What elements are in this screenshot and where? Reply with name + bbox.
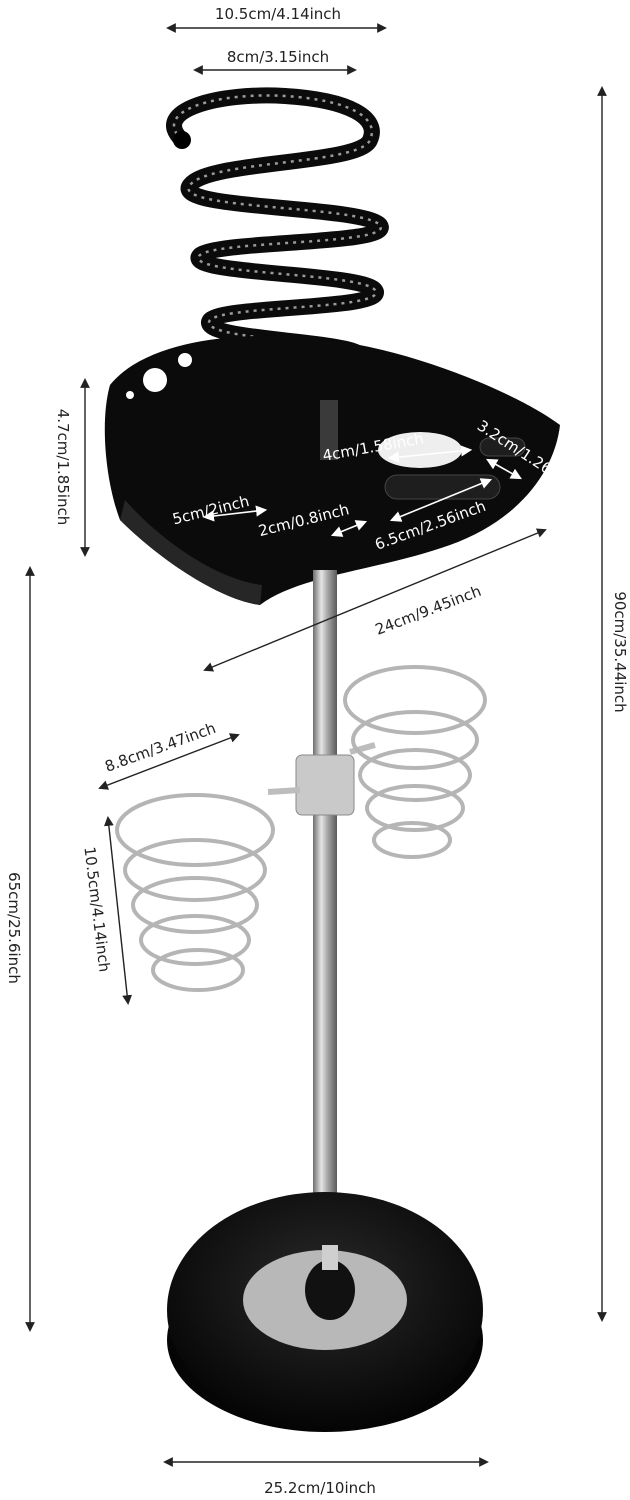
label-holder-width: 8.8cm/3.47inch — [102, 719, 218, 776]
label-top-inner-width: 8cm/3.15inch — [227, 48, 329, 66]
label-tray-width: 24cm/9.45inch — [373, 582, 484, 639]
label-total-height: 90cm/35.44inch — [611, 591, 629, 712]
tray-long-slot — [384, 474, 501, 500]
stand-base — [167, 1192, 483, 1432]
label-holder-height: 10.5cm/4.14inch — [80, 846, 113, 973]
right-spiral-holder — [343, 665, 487, 859]
tray-hole — [178, 353, 192, 367]
label-base-width: 25.2cm/10inch — [264, 1479, 376, 1497]
tray-post — [320, 400, 338, 460]
stand-pole — [313, 570, 337, 1270]
left-spiral-holder — [115, 793, 275, 992]
pole-clamp — [295, 754, 355, 816]
label-tray-height: 4.7cm/1.85inch — [54, 409, 72, 526]
tray-small-slot — [479, 437, 526, 457]
dimension-lines — [25, 23, 607, 1467]
tray-hole — [126, 391, 134, 399]
tray-hole — [143, 368, 167, 392]
label-pole-height: 65cm/25.6inch — [5, 872, 23, 984]
top-spiral-holder — [166, 87, 389, 403]
side-holders — [115, 665, 487, 992]
label-top-outer-width: 10.5cm/4.14inch — [215, 5, 341, 23]
black-tray — [104, 335, 560, 605]
